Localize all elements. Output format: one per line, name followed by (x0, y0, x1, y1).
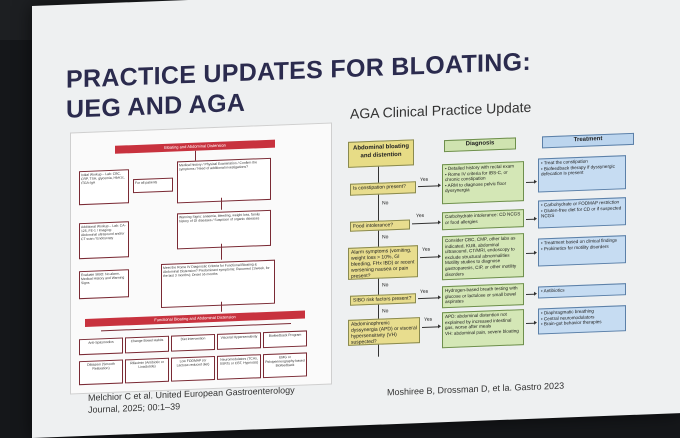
arrow (422, 326, 438, 329)
yes-label: Yes (420, 288, 429, 296)
ueg-sibo-box: Evaluate SIBO: No alarm, Medical History… (79, 269, 129, 300)
connector (221, 301, 222, 312)
arrow (526, 293, 534, 296)
no-label: No (382, 200, 389, 207)
aga-question: Food intolerance? (350, 219, 410, 232)
aga-diagnosis: Hydrogen-based breath testing with gluco… (442, 283, 524, 309)
aga-question: Is constipation present? (350, 181, 416, 196)
no-label: No (382, 308, 389, 315)
no-label: No (382, 234, 389, 241)
arrow (526, 181, 534, 184)
ueg-rome-criteria: Meet the Rome IV Diagnostic Criteria for… (161, 259, 275, 309)
ueg-row2-cell: Low FODMAP (or Lactose-reduced diet) (171, 355, 215, 382)
ueg-row1-cell: Biofeedback Program (263, 330, 307, 349)
connector (195, 150, 196, 161)
ueg-row2-cell: EMG or Pelviperineography-based Biofeedb… (263, 352, 307, 379)
no-label: No (382, 282, 389, 289)
aga-diagnosis: APD: abdominal distention not explained … (442, 309, 524, 349)
ueg-history-box: Medical history / Physical Examination /… (177, 157, 271, 204)
ueg-additional-workup: Additional Workup – Lab: CA-125, FE-1 / … (79, 221, 129, 260)
aga-question: Alarm symptoms (vomiting, weight loss > … (348, 245, 418, 280)
ueg-row1-cell: Change Bowel Habits (125, 335, 169, 354)
arrow (420, 256, 438, 259)
aga-treatment: • Antibiotics (538, 283, 626, 299)
ueg-row1-cell: Anti-Spasmodics (79, 337, 123, 356)
ueg-row1-cell: Diet Intervention (171, 333, 215, 352)
ueg-row2-cell: Rifaximin (Antibiotic or Linaclotide) (125, 357, 169, 384)
arrow (418, 297, 438, 300)
aga-diagnosis: Consider CBC, CMP, other labs as indicat… (442, 233, 524, 281)
connector (221, 197, 222, 210)
aga-treatment: • Carbohydrate or FODMAP restriction • G… (538, 197, 626, 229)
ueg-warning-signs: Warning Signs: anaemia, bleeding, weight… (177, 209, 271, 250)
aga-question: Abdominophrenic dyssynergia (APD) or vis… (348, 317, 420, 346)
arrow (526, 322, 534, 325)
aga-header-treatment: Treatment (542, 132, 634, 149)
presentation-slide: PRACTICE UPDATES FOR BLOATING: UEG AND A… (32, 0, 680, 438)
yes-label: Yes (422, 246, 431, 254)
aga-header-diagnosis: Diagnosis (444, 137, 516, 153)
aga-diagnosis: Carbohydrate intolerance: CD NCGS or foo… (442, 209, 524, 231)
arrow (526, 252, 534, 255)
connector (221, 243, 222, 260)
ueg-all-patients: For all patients (133, 177, 173, 194)
aga-reference: Moshiree B, Drossman D, et la. Gastro 20… (387, 380, 565, 398)
arrow (412, 222, 438, 225)
aga-question: SIBO risk factors present? (350, 293, 416, 306)
ueg-row2-cell: Neuromodulators (TCAs, SSRI's or CBT, Hy… (217, 354, 261, 380)
aga-treatment: • Diaphragmatic breathing • Central neur… (538, 305, 626, 335)
ueg-row2-cell: Diltiazem (Smooth Relaxation) (79, 359, 123, 386)
yes-label: Yes (420, 176, 429, 184)
yes-label: Yes (424, 316, 433, 323)
arrow (418, 185, 438, 188)
arrow (526, 218, 534, 221)
aga-treatment: • Treat the constipation • Biofeedback t… (538, 155, 626, 193)
ueg-row1-cell: Visceral Hypersensitivity (217, 332, 261, 350)
ueg-flowchart: Bloating and Abdominal Distension Initia… (70, 122, 332, 395)
aga-treatment: • Treatment based on clinical findings •… (538, 235, 626, 267)
aga-diagnosis: • Detailed history with rectal exam • Ro… (442, 161, 524, 205)
ueg-initial-workup: Initial Workup – Lab: CBC, CRP, TSH, gly… (79, 169, 129, 206)
yes-label: Yes (416, 212, 425, 220)
aga-header-bloating: Abdominal bloating and distention (348, 139, 414, 168)
